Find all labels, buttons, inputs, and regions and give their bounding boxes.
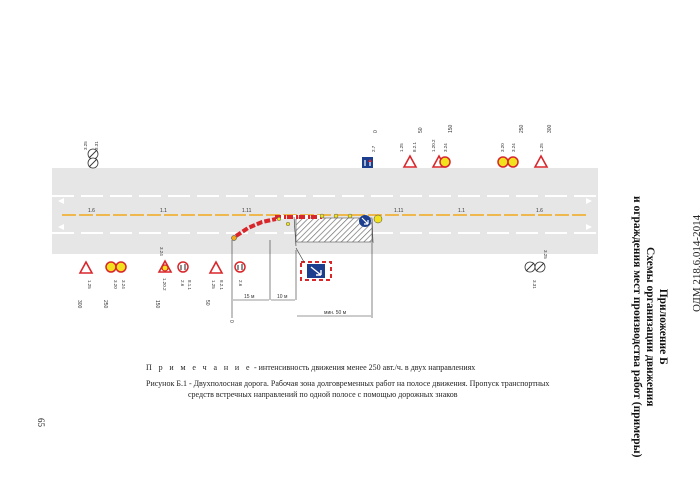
no-overtaking-icon bbox=[497, 156, 509, 168]
sign-code: 1.25 bbox=[211, 280, 216, 289]
warning-lamps bbox=[276, 213, 353, 227]
bottom-distance-labels: 300 250 150 50 0 bbox=[76, 300, 234, 323]
sign-code: 8.2.1 bbox=[412, 141, 417, 152]
sign-code: 3.31 bbox=[94, 141, 99, 150]
sign-code: 3.24 bbox=[159, 247, 164, 256]
caption-line-1: Рисунок Б.1 - Двухполосная дорога. Рабоч… bbox=[146, 379, 550, 388]
sign-code: 3.24 bbox=[511, 143, 516, 152]
sign-code: 1.25 bbox=[87, 280, 92, 289]
distance-label: 0 bbox=[228, 320, 234, 323]
priority-over-oncoming-icon bbox=[362, 157, 373, 168]
distance-label: 0 bbox=[373, 130, 379, 133]
caption-line-2: средств встречных направлений по одной п… bbox=[188, 390, 458, 399]
note-text: - интенсивность движения менее 250 авт./… bbox=[251, 363, 476, 372]
mobile-barrier-board bbox=[295, 247, 332, 281]
marking-label: 1.11 bbox=[242, 208, 252, 214]
sign-code: 2.7 bbox=[371, 145, 376, 152]
distance-label: 50 bbox=[204, 300, 210, 306]
note: П р и м е ч а н и е - интенсивность движ… bbox=[146, 363, 475, 372]
distance-label: 300 bbox=[76, 300, 82, 309]
distance-label: 250 bbox=[102, 300, 108, 309]
sign-code: 3.25 bbox=[543, 250, 548, 259]
road-works-icon bbox=[78, 260, 94, 274]
road-works-icon bbox=[533, 154, 549, 168]
dimension-label: мин. 50 м bbox=[324, 310, 347, 316]
page-number: 65 bbox=[36, 418, 46, 427]
marking-label: 1.6 bbox=[88, 208, 95, 214]
sign-code: 1.20.2 bbox=[162, 278, 167, 291]
sign-code: 1.25 bbox=[539, 143, 544, 152]
distance-label: 150 bbox=[448, 124, 454, 133]
note-label: П р и м е ч а н и е bbox=[146, 363, 252, 372]
marking-label: 1.6 bbox=[536, 208, 543, 214]
distance-label: 250 bbox=[519, 124, 525, 133]
distance-label: 300 bbox=[547, 124, 553, 133]
marking-label: 1.11 bbox=[394, 208, 404, 214]
sign-code: 1.25 bbox=[399, 143, 404, 152]
marking-label: 1.1 bbox=[160, 208, 167, 214]
bottom-sign-group: 1.25 3.20 3.24 3.24 1.20.2 2.6 8.1.1 1.2… bbox=[78, 247, 548, 291]
dimension-label: 10 м bbox=[277, 294, 288, 300]
yield-oncoming-icon bbox=[234, 261, 246, 273]
sign-code: 2.6 bbox=[180, 280, 185, 287]
lane-arrows bbox=[58, 198, 592, 230]
yield-oncoming-icon bbox=[177, 261, 189, 273]
sign-code: 8.1.1 bbox=[187, 280, 192, 291]
no-overtaking-icon bbox=[105, 261, 117, 273]
road-works-icon bbox=[402, 154, 418, 168]
sign-code: 3.20 bbox=[113, 280, 118, 289]
road-works-icon bbox=[208, 260, 224, 274]
distance-label: 50 bbox=[418, 127, 424, 133]
sign-code: 3.24 bbox=[121, 280, 126, 289]
dimension-lines bbox=[231, 240, 373, 318]
dimension-label: 15 м bbox=[244, 294, 255, 300]
sign-code: 3.25 bbox=[83, 141, 88, 150]
top-distance-labels: 0 50 150 250 300 bbox=[373, 124, 553, 133]
keep-right-icon bbox=[359, 214, 383, 227]
marking-label: 1.1 bbox=[458, 208, 465, 214]
figure-caption: Рисунок Б.1 - Двухполосная дорога. Рабоч… bbox=[146, 378, 586, 400]
distance-label: 150 bbox=[154, 300, 160, 309]
work-zone-barriers bbox=[231, 215, 374, 247]
sign-code: 3.20 bbox=[500, 143, 505, 152]
sign-code: 3.24 bbox=[443, 143, 448, 152]
sign-code: 2.6 bbox=[238, 280, 243, 287]
sign-code: 3.31 bbox=[532, 280, 537, 289]
sign-code: 1.20.2 bbox=[431, 139, 436, 152]
sign-code: 8.2.1 bbox=[219, 280, 224, 291]
top-sign-group: 3.25 3.31 2.7 1.25 8.2.1 1.20.2 3.24 3.2… bbox=[83, 139, 549, 169]
